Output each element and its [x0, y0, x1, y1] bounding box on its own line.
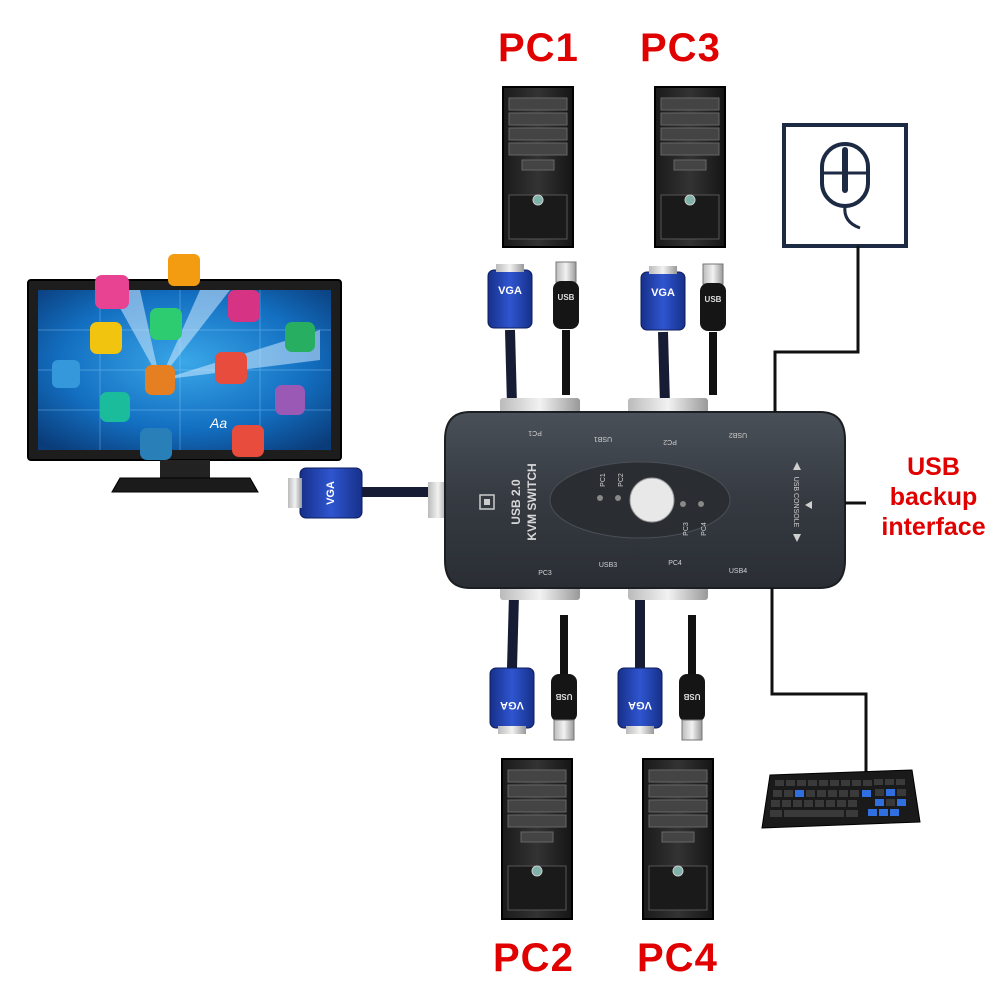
monitor-vga-text: VGA	[325, 481, 337, 505]
usb-backup-line3: interface	[881, 513, 986, 541]
pc2-label: PC2	[493, 936, 574, 980]
unlock-app-icon	[215, 352, 247, 384]
tools-app-icon	[100, 392, 130, 422]
led-label-pc2: PC2	[618, 473, 625, 487]
pc1-tower-icon	[502, 86, 574, 248]
lock-app-icon	[275, 385, 305, 415]
kvm-switch-device: USB 2.0 KVM SWITCH PC1 USB1 PC2 USB2 PC3…	[428, 398, 846, 600]
monitor-icon: Aa	[27, 254, 342, 493]
led-label-pc1: PC1	[600, 473, 607, 487]
pc2-vga-text: VGA	[500, 699, 524, 711]
pc3-tower-icon	[654, 86, 726, 248]
pc1-usb-text: USB	[558, 293, 575, 302]
music-app-icon	[228, 290, 260, 322]
pc3-usb-text: USB	[705, 295, 722, 304]
port-label-pc2: PC2	[663, 438, 677, 445]
pc1-vga-text: VGA	[498, 285, 522, 297]
pc4-label: PC4	[637, 936, 718, 980]
port-label-usb3: USB3	[599, 562, 617, 569]
device-title-line2: KVM SWITCH	[525, 463, 539, 540]
pc2-usb-text: USB	[555, 692, 572, 701]
check-app-icon	[285, 322, 315, 352]
console-label: USB CONSOLE	[792, 477, 799, 528]
port-label-pc3: PC3	[538, 570, 552, 577]
port-label-usb4: USB4	[729, 568, 747, 575]
usb-backup-label: USB backup interface	[866, 452, 1001, 542]
pc4-cables: VGA USB	[617, 595, 705, 741]
port-label-pc1: PC1	[528, 429, 542, 436]
led-label-pc4: PC4	[701, 522, 708, 536]
pc3-cables: VGA USB	[640, 263, 726, 406]
device-title-line1: USB 2.0	[509, 479, 523, 525]
connection-lines	[770, 246, 868, 775]
port-label-usb1: USB1	[594, 435, 612, 442]
usb-backup-line2: backup	[889, 483, 978, 511]
rss-app-icon	[168, 254, 200, 286]
pc4-vga-text: VGA	[628, 699, 652, 711]
monitor-vga-cable: VGA	[288, 467, 445, 519]
cart-app-icon	[150, 308, 182, 340]
mouse-icon	[782, 123, 908, 248]
keyboard-icon	[761, 769, 921, 829]
pc4-usb-text: USB	[683, 692, 700, 701]
info-app-icon	[232, 425, 264, 457]
globe-app-icon	[140, 428, 172, 460]
chat-app-icon	[90, 322, 122, 354]
switch-button	[629, 477, 675, 523]
pc2-tower-icon	[501, 758, 573, 920]
search-app-icon	[95, 275, 129, 309]
led-label-pc3: PC3	[683, 522, 690, 536]
pc4-tower-icon	[642, 758, 714, 920]
pc3-label: PC3	[640, 26, 721, 70]
font-app-glyph: Aa	[209, 415, 227, 431]
pc2-cables: VGA USB	[489, 594, 577, 741]
pc1-label: PC1	[498, 26, 579, 70]
usb-backup-line1: USB	[907, 453, 960, 481]
pc3-vga-text: VGA	[651, 287, 675, 299]
camera-app-icon	[52, 360, 80, 388]
gears-app-icon	[145, 365, 175, 395]
port-label-usb2: USB2	[729, 431, 747, 438]
port-label-pc4: PC4	[668, 560, 682, 567]
pc1-cables: VGA USB	[487, 261, 579, 406]
